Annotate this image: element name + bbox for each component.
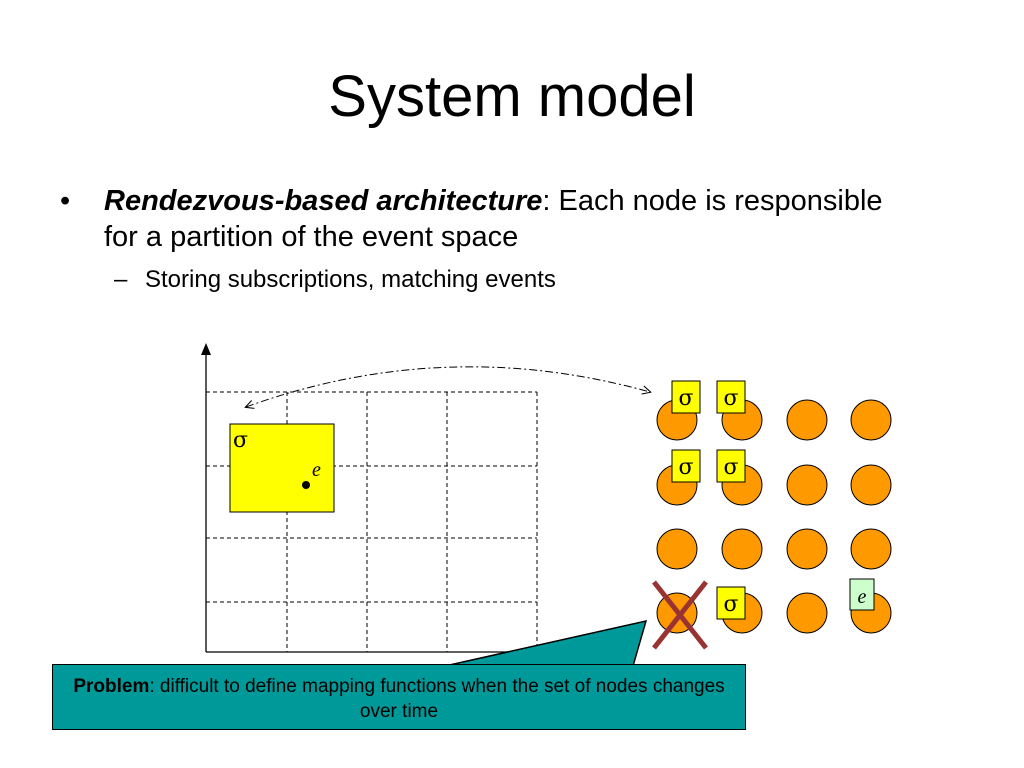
sigma-tag-label: σ — [723, 386, 738, 411]
sub-bullet-marker: – — [114, 266, 128, 293]
node — [850, 528, 892, 570]
cross-stroke — [652, 580, 708, 650]
sigma-tag-label: σ — [678, 386, 693, 411]
sigma-tag — [671, 449, 701, 483]
node-grid — [656, 399, 892, 634]
sigma-tag-label: σ — [723, 455, 738, 480]
sub-bullet-text: Storing subscriptions, matching events — [145, 266, 556, 293]
event-tag — [849, 578, 875, 611]
bullet-description: : Each node is responsible for a partiti… — [104, 185, 883, 253]
node — [721, 528, 763, 570]
bullet-text: Rendezvous-based architecture: Each node… — [104, 183, 924, 255]
problem-label: Problem — [73, 676, 150, 697]
node — [786, 528, 828, 570]
slide-title: System model — [328, 64, 696, 129]
sigma-tag-label: σ — [723, 592, 738, 617]
subscription-region — [229, 423, 335, 513]
sigma-tag — [716, 380, 746, 414]
problem-callout: Problem: difficult to define mapping fun… — [52, 664, 746, 730]
mapping-arrow — [246, 366, 650, 407]
sigma-tag — [716, 449, 746, 483]
node — [656, 528, 698, 570]
node — [850, 464, 892, 506]
node — [786, 399, 828, 441]
event-tag-label: e — [858, 586, 867, 608]
node — [850, 399, 892, 441]
node — [786, 592, 828, 634]
callout-pointer — [444, 619, 648, 667]
y-axis-arrowhead — [201, 343, 211, 355]
bullet-term: Rendezvous-based architecture — [104, 185, 543, 217]
sigma-tag — [716, 586, 746, 620]
bullet-marker: • — [60, 185, 71, 217]
sigma-tag-label: σ — [678, 455, 693, 480]
subscription-label: σ — [233, 428, 248, 453]
event-point — [302, 481, 310, 489]
failure-cross-icon — [652, 580, 708, 650]
sigma-tag — [671, 380, 701, 414]
node-subscription-tags: σ σ σ σ σ e — [671, 380, 875, 620]
node — [786, 464, 828, 506]
problem-text: : difficult to define mapping functions … — [149, 676, 725, 722]
event-label: e — [312, 459, 321, 481]
